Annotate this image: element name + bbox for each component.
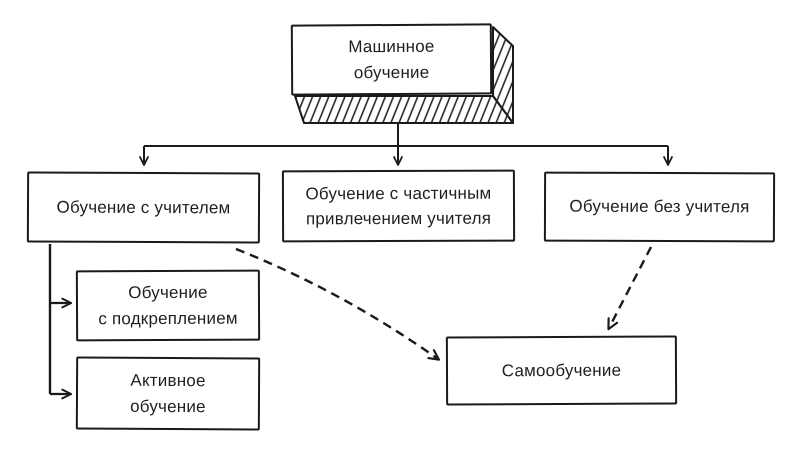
edge-dashed-unsupervised-to-self [607, 246, 653, 331]
box-shadow-3d-bottom [294, 95, 514, 124]
node-reinforcement: Обучение с подкреплением [75, 269, 261, 342]
node-self-learning-label: Самообучение [501, 360, 622, 381]
node-unsupervised-label: Обучение без учителя [569, 196, 750, 217]
node-active-learning-label: Активное обучение [130, 370, 206, 416]
node-reinforcement-label: Обучение с подкреплением [98, 282, 238, 328]
node-machine-learning: Машинное обучение [290, 23, 493, 96]
edge-dashed-supervised-to-self [235, 247, 441, 361]
node-unsupervised: Обучение без учителя [543, 171, 776, 243]
node-semi-supervised-label: Обучение с частичным привлечением учител… [305, 183, 492, 229]
node-active-learning: Активное обучение [75, 356, 261, 431]
node-supervised: Обучение с учителем [26, 171, 261, 244]
root-box-3d-shadow [294, 26, 514, 124]
node-supervised-label: Обучение с учителем [56, 197, 231, 218]
node-semi-supervised: Обучение с частичным привлечением учител… [281, 169, 516, 243]
node-self-learning: Самообучение [445, 335, 678, 406]
node-machine-learning-label: Машинное обучение [348, 36, 435, 82]
